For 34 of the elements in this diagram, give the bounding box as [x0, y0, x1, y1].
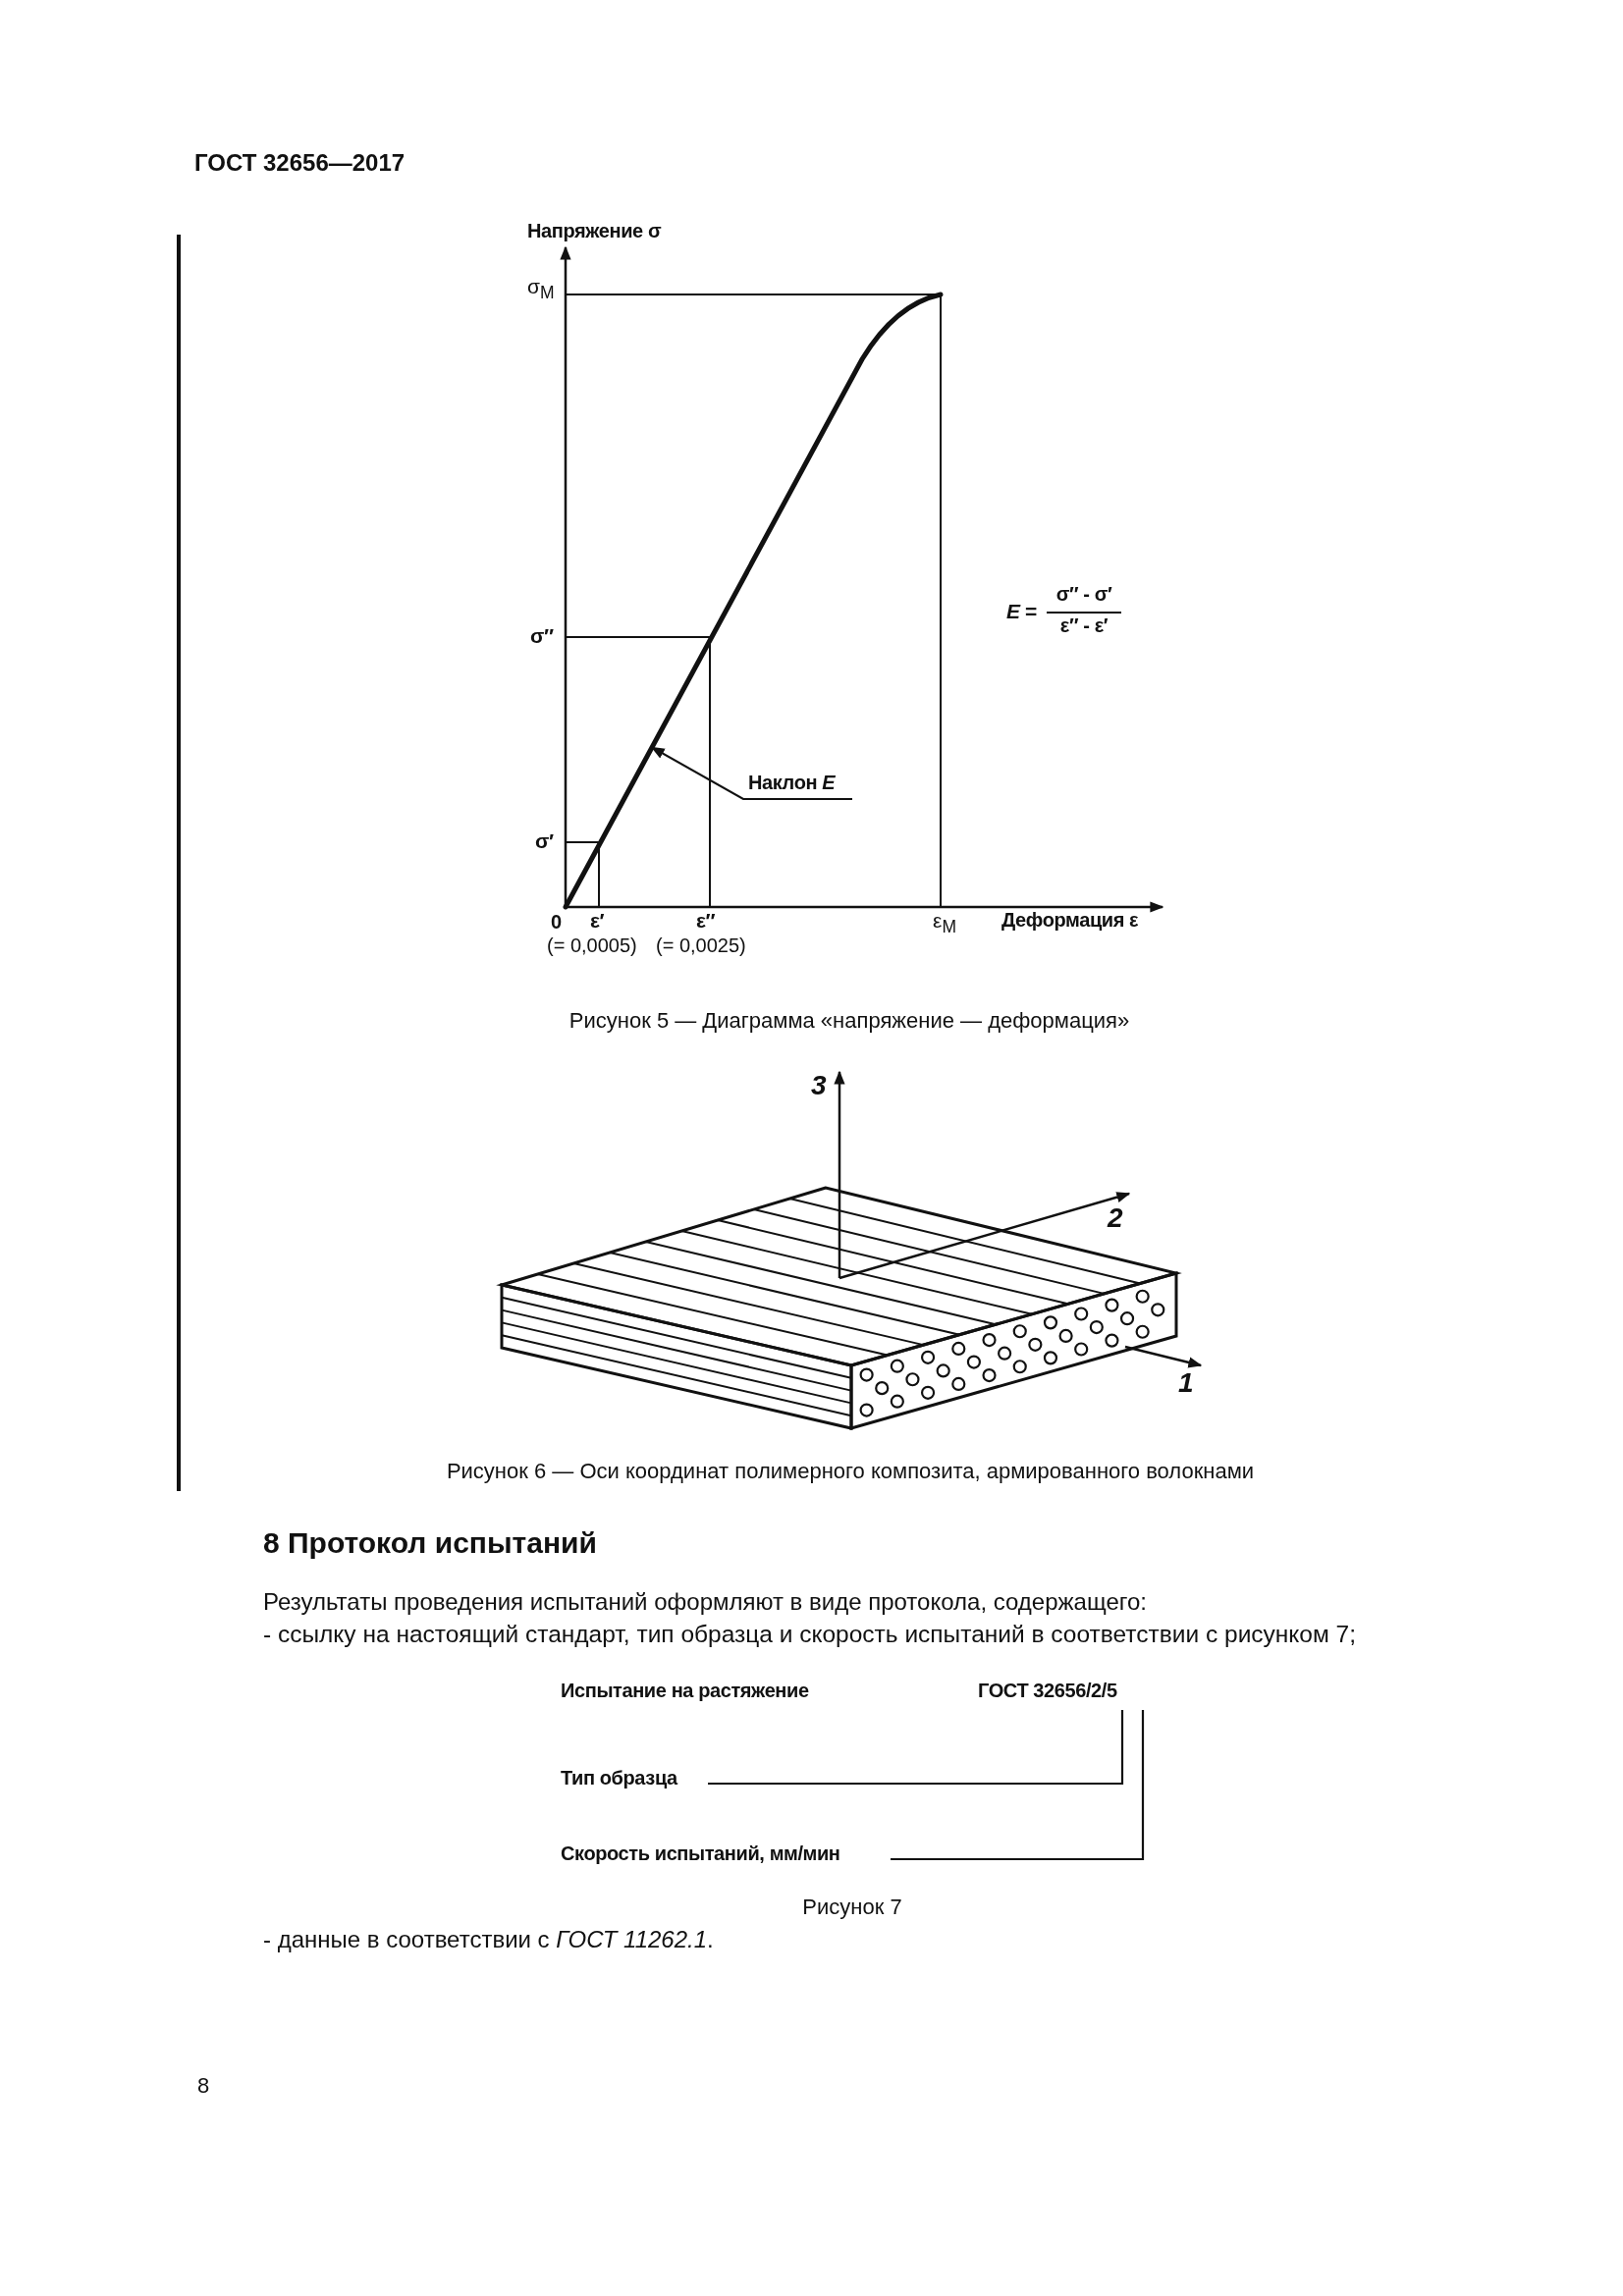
connector-line: [708, 1710, 1124, 1786]
figure-caption: Рисунок 6 — Оси координат полимерного композита, армированного волокнами: [446, 1459, 1255, 1484]
list-item: - ссылку на настоящий стандарт, тип образца и скорость испытаний в соответствии с рисунком 7;: [263, 1621, 1357, 1649]
figure-caption: Рисунок 5 — Диаграмма «напряжение — деформация»: [568, 1008, 1130, 1034]
body-text: Результаты проведения испытаний оформляют в виде протокола, содержащего:: [263, 1588, 1147, 1616]
figure-caption: Рисунок 7: [802, 1895, 902, 1920]
axis-tick-label: σ″: [530, 624, 554, 649]
section-heading: 8 Протокол испытаний: [263, 1526, 597, 1561]
page-number: 8: [197, 2073, 210, 2099]
axis-number: 2: [1108, 1202, 1123, 1235]
running-header: ГОСТ 32656—2017: [194, 149, 406, 177]
connector-line: [891, 1710, 1145, 1861]
axis-title: Напряжение σ: [527, 220, 662, 242]
slope-label: Наклон E: [748, 772, 852, 799]
formula-text: ε″ - ε′: [1059, 614, 1109, 637]
tick-value: (= 0,0025): [656, 934, 746, 957]
callout-label: Скорость испытаний, мм/мин: [561, 1842, 891, 1872]
formula-text: σ″ - σ′: [1055, 583, 1112, 606]
callout-label: Тип образца: [561, 1767, 708, 1796]
designation-code: ГОСТ 32656/2/5: [978, 1680, 1155, 1710]
axis-title: Деформация ε: [1001, 909, 1139, 932]
axis-tick-label: ε′: [590, 909, 605, 934]
list-item: - данные в соответствии с ГОСТ 11262.1.: [263, 1926, 714, 1953]
tick-value: (= 0,0005): [547, 934, 637, 957]
axis-tick-label: ε″: [696, 909, 716, 934]
axis-tick-label: σ′: [535, 829, 554, 854]
axis-number: 1: [1178, 1367, 1194, 1400]
axis-number: 3: [811, 1070, 827, 1102]
axis-tick-label: ε$_{M}$: [933, 909, 956, 937]
axis-tick-label: 0: [551, 911, 562, 934]
leader-line: [650, 746, 852, 801]
axis-tick-label: σ$_{M}$: [527, 275, 555, 303]
designation-title: Испытание на растяжение: [561, 1680, 809, 1702]
formula-text: E =: [1006, 600, 1037, 624]
